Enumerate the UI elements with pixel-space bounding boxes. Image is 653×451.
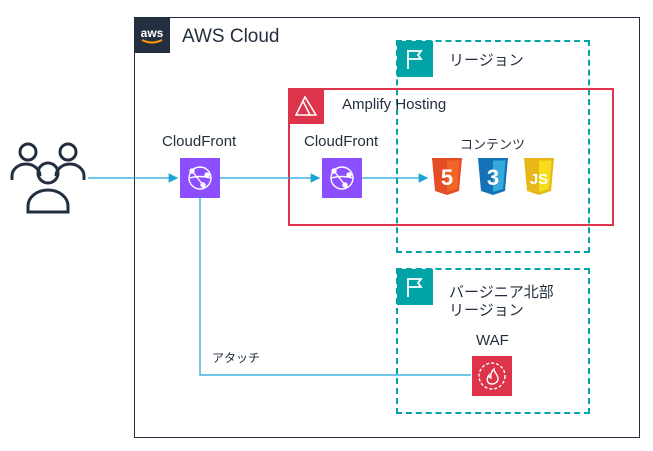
amplify-icon	[288, 88, 324, 124]
javascript-icon: JS	[524, 158, 554, 195]
cloudfront-outer-label: CloudFront	[162, 133, 237, 150]
region-virginia	[396, 268, 590, 414]
users-icon	[10, 142, 86, 214]
aws-logo-icon: aws	[134, 17, 170, 53]
aws-cloud-title: AWS Cloud	[182, 26, 280, 47]
contents-label: コンテンツ	[460, 137, 526, 152]
cloudfront-outer-icon	[180, 158, 220, 198]
cloudfront-inner-label: CloudFront	[304, 133, 379, 150]
region-virginia-label-line1: バージニア北部	[449, 284, 554, 301]
css3-icon: 3	[478, 158, 508, 195]
attach-label: アタッチ	[212, 351, 261, 365]
svg-text:5: 5	[441, 165, 453, 190]
aws-cloud-group	[134, 17, 640, 438]
region-flag-icon	[397, 269, 433, 305]
svg-text:JS: JS	[530, 171, 548, 188]
region-main	[396, 40, 590, 253]
line-attach-waf	[199, 198, 471, 376]
waf-icon	[472, 356, 512, 396]
region-virginia-label-line2: リージョン	[449, 302, 524, 319]
region-flag-icon	[397, 41, 433, 77]
amplify-hosting-title: Amplify Hosting	[342, 96, 447, 113]
svg-text:3: 3	[487, 165, 499, 190]
cloudfront-inner-icon	[322, 158, 362, 198]
html5-icon: 5	[432, 158, 462, 195]
region-main-label: リージョン	[449, 52, 524, 69]
waf-label: WAF	[476, 332, 509, 349]
aws-logo-text: aws	[141, 26, 164, 40]
amplify-hosting-group	[288, 88, 614, 226]
